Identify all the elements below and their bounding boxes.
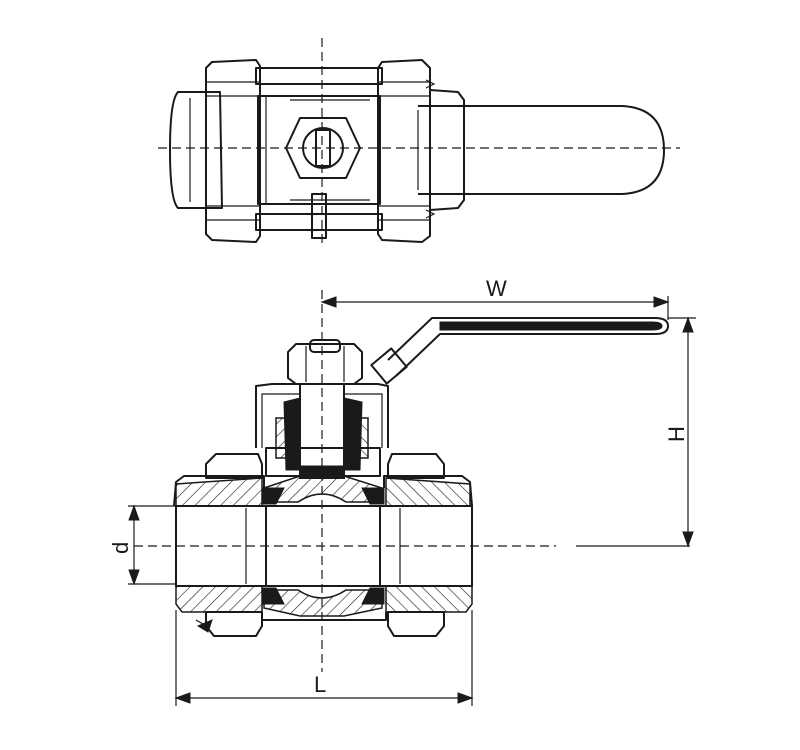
section-stem-nut: [287, 343, 363, 385]
top-bolt-upper: [255, 67, 383, 85]
section-view: [134, 290, 690, 672]
top-right-end-cap: [429, 89, 465, 211]
top-left-flange: [205, 59, 261, 243]
section-bonnet: [265, 447, 381, 477]
top-left-end-cap: [169, 91, 223, 209]
top-stop-pin: [311, 193, 327, 239]
right-flange-lower: [387, 611, 445, 637]
right-flange-upper: [387, 453, 445, 479]
dimension-label-h: H: [664, 426, 689, 442]
top-handle: [418, 105, 665, 195]
top-stem-circle: [302, 127, 344, 169]
handle-grip: [370, 347, 408, 385]
section-handle: [387, 317, 669, 377]
dimension-label-d: d: [108, 542, 133, 554]
dimension-label-w: W: [486, 276, 507, 301]
top-view: [158, 38, 680, 248]
top-right-flange: [377, 59, 431, 243]
left-flange-lower: [205, 611, 263, 637]
left-flange-upper: [205, 453, 263, 479]
dimension-lines: [128, 296, 696, 706]
dimension-label-l: L: [314, 672, 326, 697]
top-body: [257, 95, 381, 205]
top-bolt-lower: [255, 213, 383, 231]
